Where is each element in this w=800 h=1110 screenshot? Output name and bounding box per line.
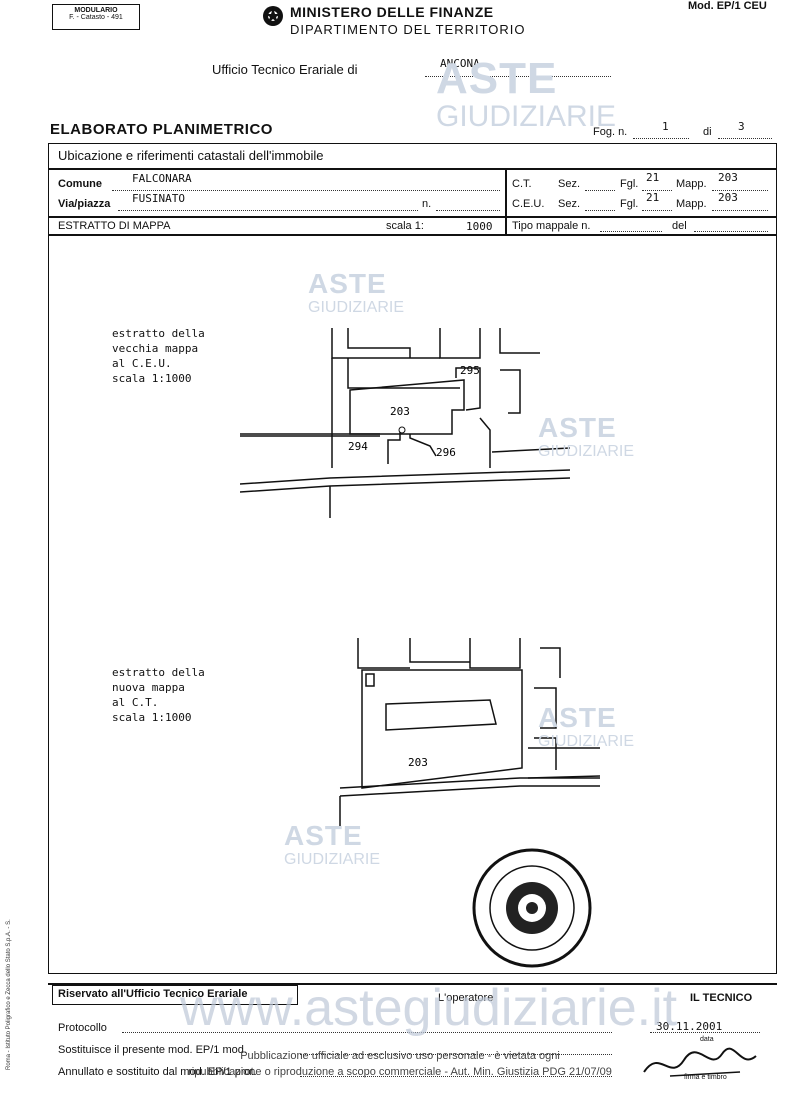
notice-line-1: Pubblicazione ufficiale ad esclusivo uso… xyxy=(240,1050,560,1062)
reserved-label-box xyxy=(52,985,298,1005)
ministry-emblem-icon xyxy=(262,4,284,33)
protocollo-label: Protocollo xyxy=(58,1022,107,1034)
old-map-caption: estratto della vecchia mappa al C.E.U. s… xyxy=(112,327,205,385)
sostituisce-label: Sostituisce il presente mod. EP/1 mod. xyxy=(58,1044,247,1056)
ceu-mapp-label: Mapp. xyxy=(676,198,707,210)
scala-value: 1000 xyxy=(466,220,493,233)
di-label: di xyxy=(703,126,712,138)
new-map-caption: estratto della nuova mappa al C.T. scala… xyxy=(112,666,205,724)
modulario-label: MODULARIO xyxy=(74,7,118,14)
ministry-title: MINISTERO DELLE FINANZE xyxy=(290,4,494,20)
tipo-label: Tipo mappale n. xyxy=(512,220,591,232)
ct-sez-label: Sez. xyxy=(558,178,581,190)
new-cadastral-map: 203 xyxy=(339,638,600,828)
notice-line-2: ripubblicazione o riproduzione a scopo c… xyxy=(188,1066,612,1078)
ct-fgl-value: 21 xyxy=(646,171,660,184)
ceu-fgl-label: Fgl. xyxy=(620,198,639,210)
signature xyxy=(643,1047,757,1077)
ct-mapp-label: Mapp. xyxy=(676,178,707,190)
department-title: DIPARTIMENTO DEL TERRITORIO xyxy=(290,22,526,37)
scala-label: scala 1: xyxy=(386,220,424,232)
del-label: del xyxy=(672,220,687,232)
comune-value: FALCONARA xyxy=(132,172,192,185)
ct-fgl-label: Fgl. xyxy=(620,178,639,190)
office-label: Ufficio Tecnico Erariale di xyxy=(212,62,358,77)
model-code: Mod. EP/1 CEU xyxy=(688,0,767,12)
modulario-box: MODULARIO F. - Catasto - 491 xyxy=(52,4,140,30)
official-stamp xyxy=(472,848,592,968)
fog-value: 1 xyxy=(662,120,669,133)
n-label: n. xyxy=(422,198,432,210)
fog-label: Fog. n. xyxy=(593,126,628,138)
ubicazione-heading: Ubicazione e riferimenti catastali dell'… xyxy=(58,148,324,163)
comune-label: Comune xyxy=(58,178,102,190)
old-label-295: 295 xyxy=(460,364,480,377)
side-note: Roma - Istituto Poligrafico e Zecca dell… xyxy=(6,919,12,1070)
technician-label: IL TECNICO xyxy=(690,992,753,1004)
old-cadastral-map: 203 295 294 296 xyxy=(240,328,570,518)
ct-label: C.T. xyxy=(512,178,532,190)
form-frame xyxy=(48,143,777,974)
data-label: data xyxy=(700,1036,714,1043)
estratto-label: ESTRATTO DI MAPPA xyxy=(58,220,171,232)
ceu-fgl-value: 21 xyxy=(646,191,660,204)
firma-label: firma e timbro xyxy=(684,1074,727,1081)
ceu-label: C.E.U. xyxy=(512,198,545,210)
modulario-sub: F. - Catasto - 491 xyxy=(69,14,123,21)
operator-label: L'operatore xyxy=(438,992,494,1004)
document-title: ELABORATO PLANIMETRICO xyxy=(50,121,273,138)
date-value: 30.11.2001 xyxy=(656,1020,723,1033)
office-value: ANCONA xyxy=(440,57,480,70)
di-value: 3 xyxy=(738,120,745,133)
annullato-label: Annullato e sostituito dal mod. EP/1 pro… xyxy=(58,1066,257,1078)
via-label: Via/piazza xyxy=(58,198,111,210)
ceu-mapp-value: 203 xyxy=(718,191,738,204)
new-parcel-number: 203 xyxy=(408,756,428,769)
reserved-label: Riservato all'Ufficio Tecnico Erariale xyxy=(58,988,248,1000)
via-value: FUSINATO xyxy=(132,192,185,205)
old-label-296: 296 xyxy=(436,446,456,459)
old-label-294: 294 xyxy=(348,440,368,453)
old-parcel-number: 203 xyxy=(390,405,410,418)
ceu-sez-label: Sez. xyxy=(558,198,581,210)
ct-mapp-value: 203 xyxy=(718,171,738,184)
